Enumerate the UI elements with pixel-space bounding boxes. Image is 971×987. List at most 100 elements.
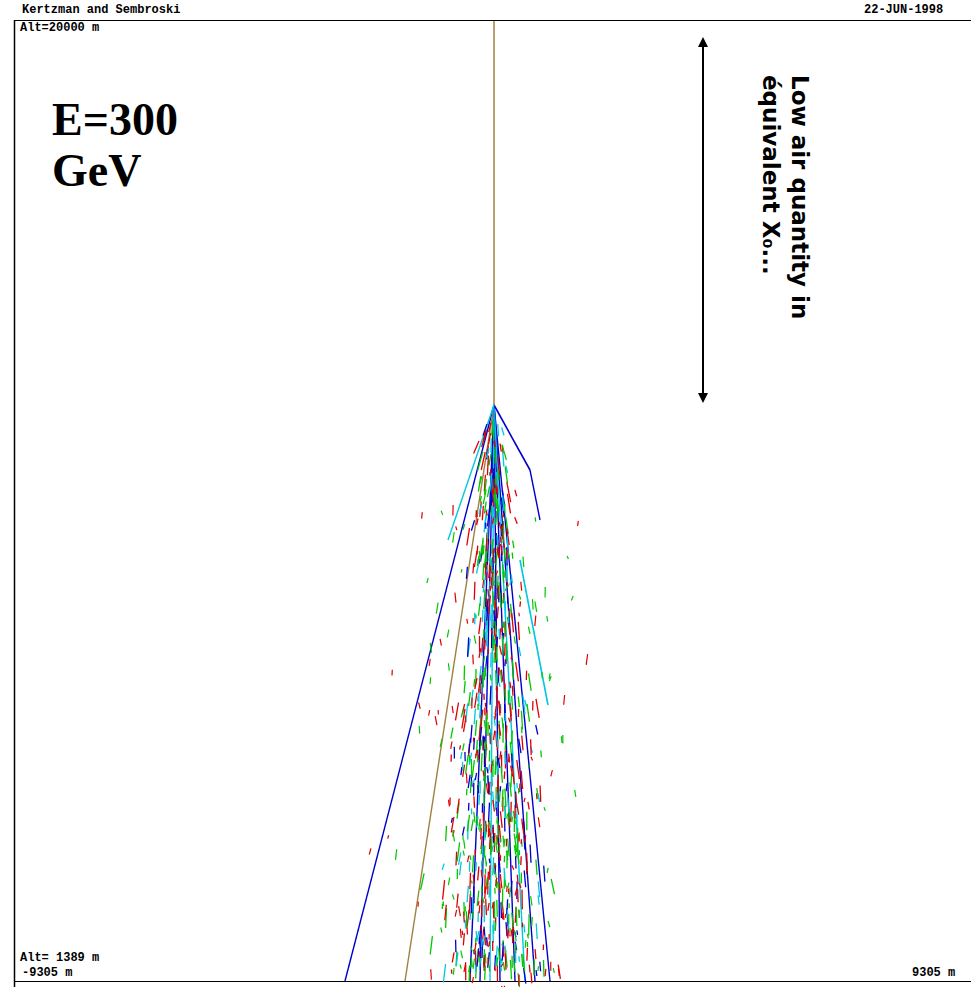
track — [461, 569, 463, 573]
track — [493, 902, 495, 918]
track — [518, 613, 520, 617]
track — [519, 883, 521, 888]
track — [497, 586, 499, 600]
track — [445, 826, 447, 841]
track — [430, 643, 431, 653]
track — [471, 958, 473, 968]
track — [486, 511, 487, 516]
track — [484, 905, 485, 922]
track — [517, 889, 519, 902]
track — [544, 587, 545, 598]
track — [536, 725, 538, 735]
track — [486, 718, 487, 731]
track — [494, 447, 495, 464]
track — [488, 903, 489, 911]
track — [466, 773, 468, 783]
track — [509, 718, 511, 723]
track — [506, 886, 508, 892]
track — [492, 902, 494, 908]
track — [489, 859, 491, 864]
track — [449, 797, 451, 805]
track — [501, 964, 503, 967]
track — [473, 855, 474, 872]
track — [509, 903, 510, 908]
track — [532, 701, 534, 710]
track — [459, 906, 461, 916]
track — [512, 613, 514, 632]
track — [523, 695, 525, 714]
track — [475, 773, 476, 780]
track — [486, 710, 487, 719]
track — [474, 582, 476, 600]
track — [484, 514, 486, 532]
track — [505, 601, 507, 619]
track — [480, 925, 482, 931]
track — [492, 941, 493, 951]
track — [479, 705, 481, 718]
track — [489, 733, 491, 744]
track — [508, 814, 509, 825]
track — [451, 728, 453, 739]
track — [521, 873, 522, 884]
track — [528, 921, 530, 935]
track — [508, 889, 509, 895]
track — [511, 731, 513, 745]
track — [472, 760, 474, 778]
track — [477, 556, 479, 566]
track — [496, 472, 497, 487]
track — [483, 736, 485, 751]
track — [457, 869, 458, 879]
track — [529, 673, 532, 691]
track — [511, 753, 513, 768]
track — [489, 433, 491, 445]
track — [472, 912, 474, 919]
track — [526, 948, 528, 961]
track — [504, 548, 506, 563]
track — [487, 957, 489, 964]
track — [451, 742, 452, 749]
track — [503, 453, 504, 467]
track — [482, 538, 484, 556]
track — [515, 490, 517, 496]
track — [519, 910, 520, 918]
track — [530, 973, 532, 984]
track — [562, 735, 563, 743]
track — [558, 965, 560, 979]
track — [520, 582, 522, 591]
track — [492, 506, 494, 520]
track — [468, 856, 469, 863]
track — [528, 914, 529, 921]
track — [499, 567, 501, 575]
track — [494, 405, 535, 981]
track — [463, 933, 464, 945]
track — [529, 845, 531, 863]
track — [504, 683, 505, 689]
track — [419, 726, 421, 734]
track — [548, 921, 550, 927]
track — [492, 636, 494, 649]
track — [495, 756, 496, 775]
track — [472, 977, 473, 983]
track — [494, 888, 496, 894]
track — [496, 552, 497, 565]
track — [486, 821, 487, 832]
track — [504, 752, 506, 764]
track — [520, 839, 522, 844]
altitude-top: Alt=20000 m — [20, 21, 99, 35]
track — [489, 564, 490, 578]
track — [484, 668, 486, 677]
track — [454, 747, 455, 759]
track — [535, 517, 537, 521]
track — [487, 941, 488, 948]
track — [496, 697, 498, 708]
track — [464, 681, 465, 693]
track — [501, 670, 502, 682]
track — [462, 836, 463, 840]
track — [528, 802, 529, 810]
track — [515, 888, 517, 895]
track — [513, 961, 515, 972]
track — [536, 860, 537, 875]
track — [463, 524, 465, 529]
energy-label: E=300 GeV — [52, 95, 237, 196]
track — [495, 485, 497, 495]
